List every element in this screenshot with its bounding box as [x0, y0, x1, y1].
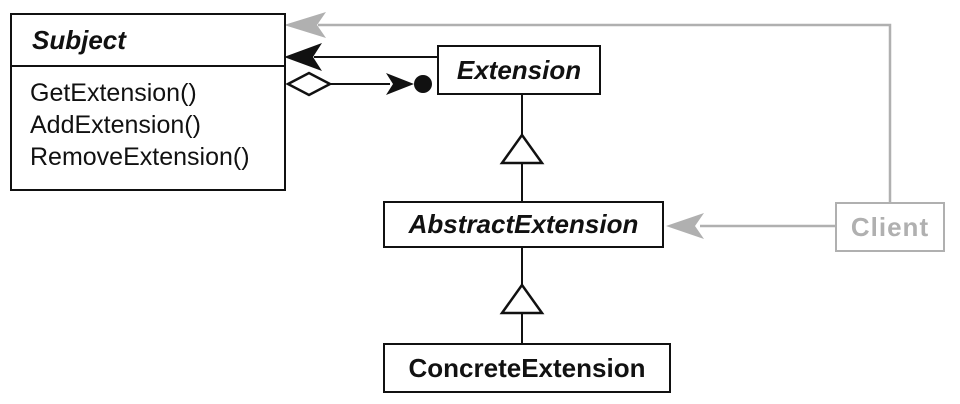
- class-name-extension: Extension: [456, 54, 582, 85]
- association-extension-subject-arrowhead-icon: [284, 43, 322, 71]
- aggregation-arrowhead-icon: [386, 73, 414, 95]
- method-removeextension: RemoveExtension(): [30, 143, 250, 171]
- class-title-subject: Subject: [12, 15, 284, 67]
- inheritance-triangle-extension-icon: [499, 132, 545, 165]
- aggregation-open-diamond-icon: [285, 71, 333, 97]
- class-box-client: Client: [835, 202, 945, 252]
- class-name-abstractextension: AbstractExtension: [408, 209, 639, 239]
- class-methods-subject: GetExtension() AddExtension() RemoveExte…: [12, 67, 284, 173]
- class-box-extension: Extension: [437, 45, 601, 95]
- class-name-concreteextension: ConcreteExtension: [408, 352, 646, 383]
- method-addextension: AddExtension(): [30, 111, 201, 139]
- association-client-subject-line: [318, 23, 892, 202]
- inheritance-triangle-abstractextension-icon: [499, 282, 545, 315]
- class-name-client: Client: [850, 211, 930, 242]
- class-name-subject: Subject: [32, 24, 126, 55]
- class-box-subject: Subject GetExtension() AddExtension() Re…: [10, 13, 286, 191]
- method-getextension: GetExtension(): [30, 79, 197, 107]
- association-client-abstractextension-arrowhead-icon: [666, 213, 704, 239]
- association-client-subject-arrowhead-icon: [284, 12, 326, 38]
- class-box-abstractextension: AbstractExtension: [383, 201, 664, 248]
- aggregation-filled-ball-icon: [414, 75, 432, 93]
- class-box-concreteextension: ConcreteExtension: [383, 343, 671, 393]
